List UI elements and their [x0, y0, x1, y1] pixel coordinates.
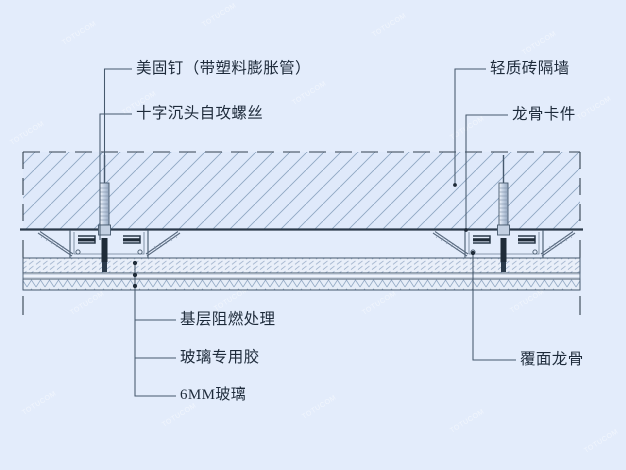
label-keel-clip: 龙骨卡件 [512, 106, 576, 123]
anchor-nail-right [497, 155, 510, 236]
finish-layer-stack [22, 257, 581, 291]
right-fastener-assembly [432, 155, 576, 272]
leader-self-tapping-screw [99, 113, 132, 240]
label-anchor-nail: 美固钉（带塑料膨胀管） [136, 60, 311, 77]
label-light-brick-partition: 轻质砖隔墙 [490, 60, 570, 77]
leader-anchor-nail [103, 68, 132, 183]
label-self-tapping-screw: 十字沉头自攻螺丝 [136, 105, 264, 122]
light-brick-partition-wall [20, 151, 583, 231]
layer-glass-adhesive [22, 272, 581, 280]
leader-lines [99, 68, 516, 397]
label-substrate-fire-retardant: 基层阻燃处理 [180, 311, 276, 328]
label-facing-keel: 覆面龙骨 [520, 351, 584, 368]
self-tapping-screw-left [101, 238, 108, 272]
layer-6mm-glass [22, 278, 581, 291]
section-boundary-ticks [22, 240, 581, 315]
leader-facing-keel [472, 253, 516, 361]
self-tapping-screw-right [500, 238, 507, 272]
leader-layer-stack [134, 263, 176, 397]
label-glass-adhesive: 玻璃专用胶 [180, 349, 260, 366]
leader-keel-clip [465, 114, 508, 230]
leader-brick-partition [454, 68, 486, 185]
label-6mm-glass: 6MM玻璃 [180, 387, 247, 403]
